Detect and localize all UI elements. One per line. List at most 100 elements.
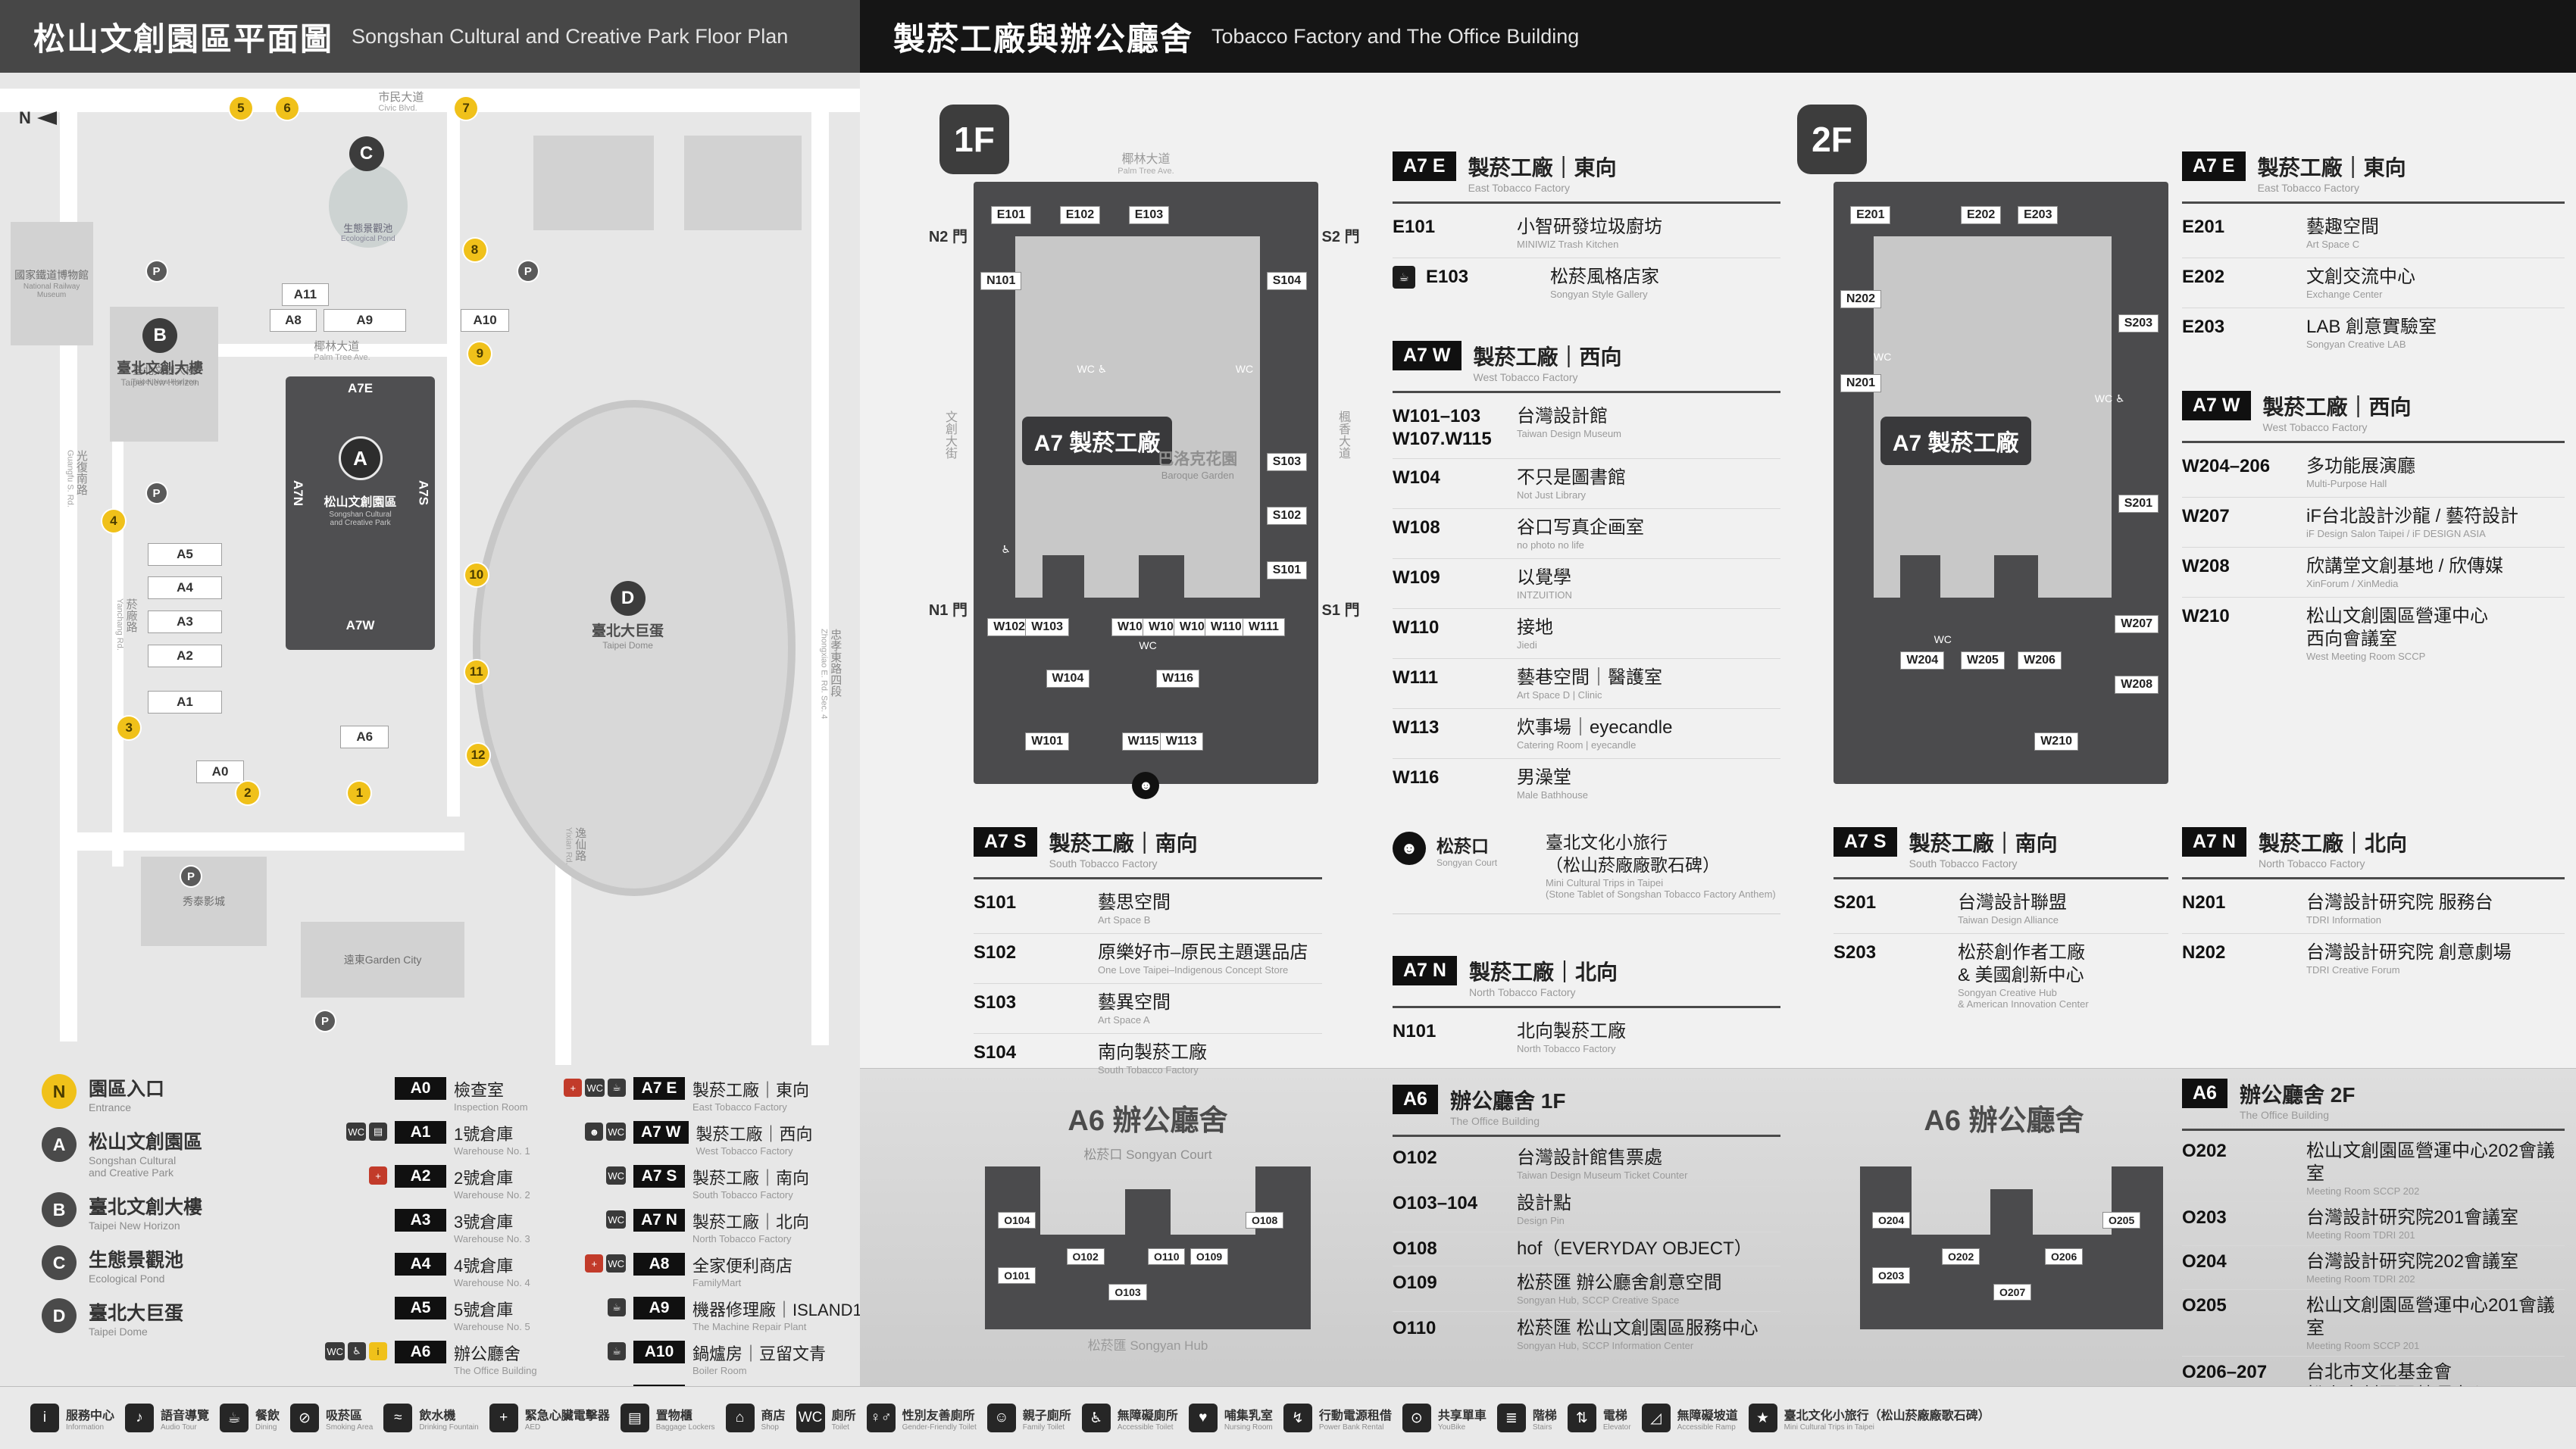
legend-building-text: 製菸工廠｜東向 East Tobacco Factory <box>692 1077 809 1113</box>
legend-building-text: 製菸工廠｜西向 West Tobacco Factory <box>696 1121 813 1157</box>
legend-row-icons: WC▤ <box>322 1121 387 1141</box>
facility-icon: i <box>30 1404 59 1432</box>
room-code: O110 <box>1393 1318 1436 1338</box>
room-code: N101 <box>1393 1021 1436 1041</box>
room-row: W110 接地 Jiedi <box>1393 609 1780 659</box>
ring-label-a7s: A7S <box>416 480 431 506</box>
room-name-en: no photo no life <box>1517 539 1584 551</box>
facility-legend-item: ♿ 無障礙廁所 Accessible Toilet <box>1081 1404 1178 1432</box>
legend-building-text: 3號倉庫 Warehouse No. 3 <box>454 1209 530 1244</box>
map-block-label-en: National Railway Museum <box>23 283 80 300</box>
room-name-zh: 男澡堂 <box>1517 767 1571 788</box>
room-code: O109 <box>1393 1273 1437 1293</box>
facility-label-en: Stairs <box>1532 1422 1552 1432</box>
building-code-box: A2 <box>148 644 222 667</box>
room-name-en: Meeting Room SCCP 201 <box>2306 1340 2420 1351</box>
facility-label-en: Family Toilet <box>1022 1422 1065 1432</box>
facility-label-en: Elevator <box>1602 1422 1631 1432</box>
facility-legend-item: ⇅ 電梯 Elevator <box>1567 1404 1631 1432</box>
room-names: 台灣設計館 Taiwan Design Museum <box>1517 405 1621 439</box>
plan-wing-bump <box>1900 554 1941 604</box>
street-label-zh: 市民大道 <box>378 90 424 104</box>
legend-building-row: +WC A8 全家便利商店 FamilyMart <box>561 1253 856 1288</box>
room-row: N201 台灣設計研究院 服務台 TDRI Information <box>2182 884 2565 934</box>
section-rows: S101 藝思空間 Art Space B S102 原樂好市–原民主題選品店 <box>974 884 1322 1083</box>
facility-labels: 共享單車 YouBike <box>1438 1405 1487 1432</box>
room-chip: O204 <box>1872 1212 1911 1229</box>
garden-label-zh: 巴洛克花園 <box>1158 450 1238 468</box>
room-names: 松山文創園區營運中心 西向會議室 West Meeting Room SCCP <box>2306 605 2488 662</box>
facility-label-zh: 臺北文化小旅行（松山菸廠廠歌石碑） <box>1784 1409 1990 1422</box>
room-row: W111 藝巷空間｜醫護室 Art Space D | Clinic <box>1393 659 1780 709</box>
facility-label-en: Drinking Fountain <box>419 1422 479 1432</box>
facility-icon: + <box>564 1079 583 1097</box>
floor-2-badge: 2F <box>1797 105 1867 174</box>
room-row: O108 hof（EVERYDAY OBJECT） <box>1393 1232 1780 1266</box>
plan-wing-bump <box>1139 554 1184 604</box>
legend-building-zh: 全家便利商店 <box>692 1257 793 1276</box>
legend-building-row: ☕ A9 機器修理廠｜ISLAND133 The Machine Repair … <box>561 1297 880 1332</box>
gate-label: S2 門 <box>1321 228 1360 245</box>
floor-2-north-section: A7 N 製菸工廠｜北向 North Tobacco Factory N201 … <box>2182 827 2565 1016</box>
plan-street-top-zh: 椰林大道 <box>1121 153 1171 166</box>
legend-building-zh: 辦公廳舍 <box>454 1344 521 1363</box>
ring-park-name-en: Songshan Cultural and Creative Park <box>329 511 392 528</box>
legend-building-en: Inspection Room <box>454 1101 528 1113</box>
section-title-zh: 製菸工廠｜北向 <box>1468 960 1618 984</box>
building-code-box: A5 <box>148 542 222 566</box>
facility-label-zh: 語音導覽 <box>161 1409 210 1422</box>
map-block-label-zh: 臺北文創大樓 <box>132 364 196 376</box>
room-names: 炊事場｜eyecandle Catering Room | eyecandle <box>1517 717 1672 751</box>
room-chip: O103 <box>1108 1283 1147 1301</box>
facility-labels: 飲水機 Drinking Fountain <box>419 1405 478 1432</box>
entrance-number: 8 <box>463 239 486 262</box>
ring-label-a7n: A7N <box>290 480 305 507</box>
room-section: A7 W 製菸工廠｜西向 West Tobacco Factory W101–1… <box>1393 341 1780 808</box>
section-header: A7 S 製菸工廠｜南向 South Tobacco Factory <box>1834 827 2168 879</box>
facility-legend-item: ⊙ 共享單車 YouBike <box>1402 1404 1487 1432</box>
room-names: 不只是圖書館 Not Just Library <box>1517 467 1626 501</box>
room-chip: E202 <box>1960 205 2002 224</box>
facility-label-en: Shop <box>761 1422 779 1432</box>
legend-building-row: WC A7 S 製菸工廠｜南向 South Tobacco Factory <box>561 1165 856 1201</box>
facility-label-zh: 階梯 <box>1532 1409 1557 1422</box>
facility-label-zh: 共享單車 <box>1437 1409 1487 1422</box>
facility-icon: ▤ <box>369 1123 387 1141</box>
map-pin-label-en: Taipei New Horizon <box>120 377 199 389</box>
room-row: O203 台灣設計研究院201會議室 Meeting Room TDRI 201 <box>2182 1202 2565 1246</box>
room-name-en: Taiwan Design Museum <box>1517 428 1622 439</box>
legend-building-code: A8 <box>633 1253 685 1276</box>
entrance-number: 12 <box>467 744 490 767</box>
room-chip: E102 <box>1059 205 1101 224</box>
baroque-garden-label: 巴洛克花園 Baroque Garden <box>1111 447 1284 481</box>
room-name-zh: 藝趣空間 <box>2306 217 2379 237</box>
room-row: S102 原樂好市–原民主題選品店 One Love Taipei–Indige… <box>974 934 1322 984</box>
facility-icon: + <box>489 1404 518 1432</box>
facility-labels: 服務中心 Information <box>66 1405 114 1432</box>
room-code: W111 <box>1393 667 1439 688</box>
legend-place-zh: 臺北文創大樓 <box>89 1197 203 1218</box>
facility-label-zh: 飲水機 <box>419 1409 456 1422</box>
section-titles: 製菸工廠｜東向 East Tobacco Factory <box>2258 151 2406 194</box>
facility-legend-item: ☕ 餐飲 Dining <box>220 1404 280 1432</box>
section-header: A6 辦公廳舍 1F The Office Building <box>1393 1085 1780 1137</box>
legend-row-icons <box>322 1253 387 1254</box>
section-header: A6 辦公廳舍 2F The Office Building <box>2182 1079 2565 1131</box>
legend-building-row: WC▤ A1 1號倉庫 Warehouse No. 1 <box>322 1121 553 1157</box>
room-name-en: One Love Taipei–Indigenous Concept Store <box>1098 964 1289 976</box>
facility-label-zh: 無障礙坡道 <box>1677 1409 1738 1422</box>
legend-building-code: A7 S <box>633 1165 685 1188</box>
building-code-box: A6 <box>340 725 389 748</box>
facility-legend-item: + 緊急心臟電擊器 AED <box>489 1404 610 1432</box>
legend-building-en: Boiler Room <box>692 1365 747 1376</box>
compass-arrow-icon <box>36 111 57 126</box>
room-name-zh: 谷口写真企画室 <box>1517 517 1644 538</box>
legend-row-icons: + <box>322 1165 387 1185</box>
facility-label-zh: 哺集乳室 <box>1224 1409 1273 1422</box>
room-section: A7 S 製菸工廠｜南向 South Tobacco Factory S201 … <box>1834 827 2168 1017</box>
facility-labels: 性別友善廁所 Gender-Friendly Toilet <box>902 1405 977 1432</box>
legend-building-text: 1號倉庫 Warehouse No. 1 <box>454 1121 530 1157</box>
legend-building-code: A0 <box>395 1077 446 1100</box>
room-section: A7 S 製菸工廠｜南向 South Tobacco Factory S101 … <box>974 827 1322 1083</box>
